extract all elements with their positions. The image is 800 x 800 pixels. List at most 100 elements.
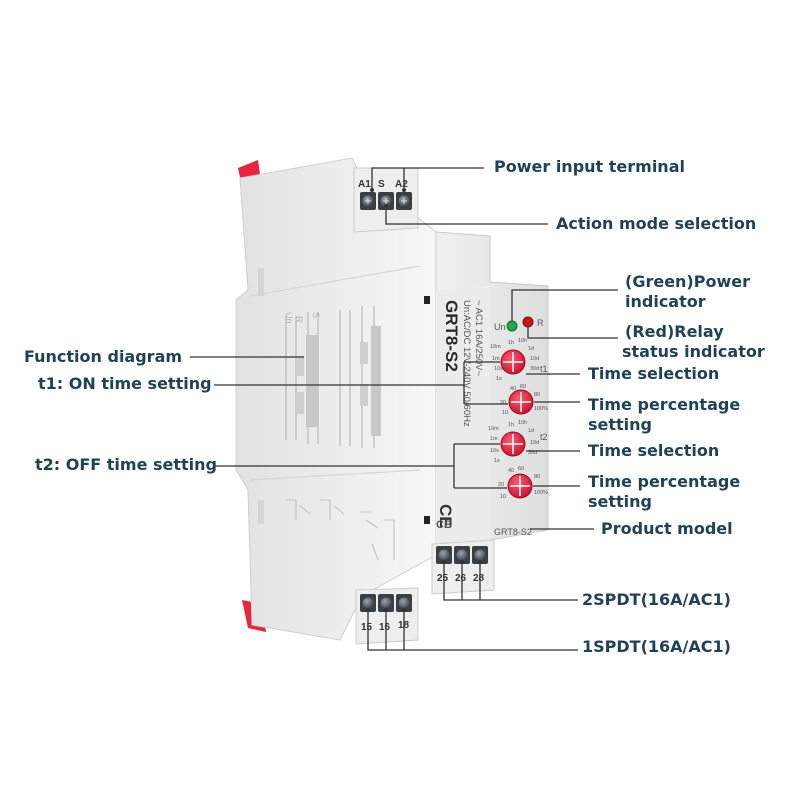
callout-t1-on-time-setting: t1: ON time setting: [38, 374, 212, 393]
t2-time-percentage-knob[interactable]: [507, 473, 533, 499]
svg-text:100%: 100%: [534, 490, 548, 496]
svg-text:1m: 1m: [490, 436, 498, 442]
svg-text:20: 20: [498, 482, 504, 488]
svg-text:10m: 10m: [490, 344, 501, 350]
t2-time-selection-knob[interactable]: [500, 431, 526, 457]
svg-text:1d: 1d: [528, 428, 534, 434]
callout-green-power-line-2: indicator: [625, 292, 706, 311]
device-spec-line-1: Un:AC/DC 12V-240V 50/60Hz: [461, 300, 472, 427]
led-label-r: R: [537, 318, 544, 328]
callout-time-selection-1: Time selection: [588, 364, 720, 383]
svg-text:1h: 1h: [508, 422, 514, 428]
leader-green-power: [511, 289, 618, 321]
t1-time-range-scale: 10m 1m 10s 1s 1h 10h 1d 10d 30d: [490, 338, 539, 382]
callout-red-relay-line-1: (Red)Relay: [625, 322, 724, 341]
leader-dots: [366, 188, 482, 612]
terminal-label-28: 28: [473, 573, 485, 584]
svg-text:30d: 30d: [528, 450, 537, 456]
diagram-row-un: Un: [284, 312, 294, 324]
callout-green-power-indicator: (Green)Power indicator: [625, 272, 750, 312]
leader-action-mode: [385, 206, 548, 225]
svg-text:80: 80: [534, 392, 540, 398]
device-spec-line-2: ~ AC1 16A/250V~: [473, 300, 484, 377]
bottom-right-terminal-block: 25 26 28: [431, 539, 495, 595]
leader-power-input: [371, 167, 484, 190]
svg-text:100%: 100%: [534, 406, 548, 412]
svg-text:30d: 30d: [530, 366, 539, 372]
terminal-label-25: 25: [437, 573, 449, 584]
callout-1spdt: 1SPDT(16A/AC1): [582, 637, 731, 656]
t2-time-range-scale: 10m 1m 10s 1s 1h 10h 1d 10d 30d: [488, 420, 539, 464]
svg-text:10m: 10m: [488, 426, 499, 432]
callout-t2-off-time-setting: t2: OFF time setting: [35, 455, 218, 474]
relay-device: Un S R GRT8-S2 Un:AC/DC 12V-240V 50/60Hz…: [235, 157, 549, 645]
ce-mark: CE: [436, 504, 455, 528]
diagram-row-r: R: [294, 316, 304, 323]
svg-text:10d: 10d: [530, 356, 539, 362]
terminal-screw-28[interactable]: [474, 549, 486, 561]
terminal-screw-16[interactable]: [380, 597, 392, 609]
callout-green-power-line-1: (Green)Power: [625, 272, 750, 291]
leader-1spdt: [367, 610, 578, 651]
callout-time-percentage-2: Time percentage setting: [588, 472, 740, 512]
terminal-label-15: 15: [361, 622, 373, 633]
terminal-label-a2: A2: [395, 179, 408, 190]
green-power-indicator: [506, 320, 518, 332]
callout-product-model: Product model: [601, 519, 733, 538]
leader-2spdt: [443, 562, 578, 601]
svg-text:10s: 10s: [494, 366, 503, 372]
terminal-label-26: 26: [455, 573, 467, 584]
svg-text:10: 10: [502, 410, 508, 416]
terminal-screw-26[interactable]: [456, 549, 468, 561]
callout-action-mode-selection: Action mode selection: [556, 214, 757, 233]
leader-red-relay: [527, 327, 618, 339]
callout-red-relay-line-2: status indicator: [622, 342, 765, 361]
callout-time-selection-2: Time selection: [588, 441, 720, 460]
t1-time-selection-knob[interactable]: [500, 349, 526, 375]
led-label-un: Un: [494, 322, 506, 332]
svg-text:10: 10: [500, 494, 506, 500]
callout-2spdt: 2SPDT(16A/AC1): [582, 590, 731, 609]
callout-red-relay-indicator: (Red)Relay status indicator: [622, 322, 765, 362]
svg-text:10h: 10h: [518, 338, 527, 344]
callout-function-diagram: Function diagram: [24, 347, 183, 366]
top-terminal-block: A1 S A2: [353, 167, 419, 233]
terminal-screw-25[interactable]: [438, 549, 450, 561]
side-panel: [235, 157, 437, 641]
callout-time-percentage-2-line-2: setting: [588, 492, 652, 511]
terminal-label-s: S: [378, 179, 385, 190]
device-model-print: GRT8-S2: [442, 300, 461, 372]
svg-text:1h: 1h: [508, 340, 514, 346]
svg-text:40: 40: [508, 468, 514, 474]
t1-percent-scale: 40 60 80 100% 20 10: [500, 384, 548, 416]
terminal-label-a1: A1: [358, 179, 371, 190]
t1-time-percentage-knob[interactable]: [508, 389, 534, 415]
dial-label-t2: t2: [540, 432, 548, 442]
diagram-row-s: S: [311, 312, 321, 318]
bottom-left-terminal-block: 15 16 18: [355, 587, 419, 645]
ce-mark-small: CE: [436, 519, 451, 531]
terminal-screw-18[interactable]: [398, 597, 410, 609]
wiring-diagram: [286, 499, 395, 561]
svg-text:80: 80: [534, 474, 540, 480]
svg-text:40: 40: [510, 386, 516, 392]
svg-text:1s: 1s: [494, 458, 500, 464]
callout-time-percentage-1: Time percentage setting: [588, 395, 740, 435]
callout-power-input-terminal: Power input terminal: [494, 157, 685, 176]
svg-text:20: 20: [500, 400, 506, 406]
callout-time-percentage-1-line-2: setting: [588, 415, 652, 434]
svg-text:1d: 1d: [528, 346, 534, 352]
svg-text:10h: 10h: [518, 420, 527, 426]
t2-percent-scale: 40 60 80 100% 20 10: [498, 466, 548, 500]
svg-text:1s: 1s: [496, 376, 502, 382]
terminal-label-16: 16: [379, 622, 391, 633]
callout-time-percentage-2-line-1: Time percentage: [588, 472, 741, 491]
svg-text:60: 60: [520, 384, 526, 390]
callout-time-percentage-1-line-1: Time percentage: [588, 395, 741, 414]
terminal-screw-15[interactable]: [362, 597, 374, 609]
product-model-label: GRT8-S2: [494, 527, 532, 537]
dial-label-t1: t1: [540, 364, 548, 374]
svg-text:1m: 1m: [492, 356, 500, 362]
leader-t1-on: [214, 361, 508, 405]
